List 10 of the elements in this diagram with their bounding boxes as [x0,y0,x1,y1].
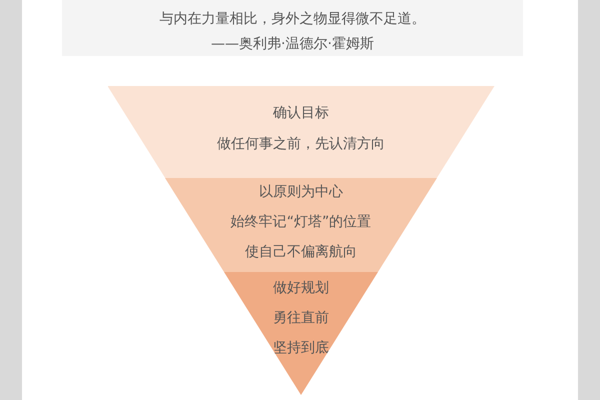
band-text: 以原则为中心 [259,183,343,201]
quote-author: ——奥利弗·温德尔·霍姆斯 [211,35,374,53]
band-text: 做任何事之前，先认清方向 [217,135,385,153]
quote-text: 与内在力量相比，身外之物显得微不足道。 [160,10,426,28]
band-text: 勇往直前 [273,309,329,327]
band-text: 做好规划 [273,279,329,297]
band-text: 坚持到底 [273,339,329,357]
band-text: 确认目标 [273,104,329,122]
band-text: 使自己不偏离航向 [245,243,357,261]
band-text: 始终牢记“灯塔”的位置 [230,213,372,231]
